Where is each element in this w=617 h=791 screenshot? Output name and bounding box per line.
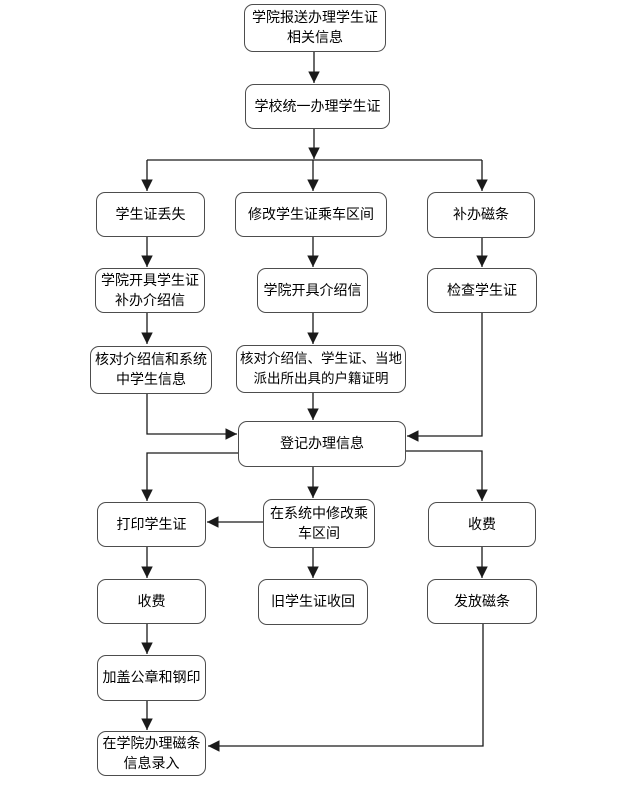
node-fee-left: 收费 — [97, 579, 206, 624]
node-school-process-label: 学校统一办理学生证 — [254, 98, 381, 115]
node-verify-letter-id-label: 核对介绍信、学生证、当地 派出所出具的户籍证明 — [240, 351, 402, 387]
node-verify-system: 核对介绍信和系统 中学生信息 — [90, 346, 212, 394]
node-check-id-label: 检查学生证 — [447, 282, 517, 299]
node-fee-left-label: 收费 — [137, 593, 166, 610]
node-lost-label: 学生证丢失 — [115, 206, 186, 223]
node-college-strip-entry: 在学院办理磁条 信息录入 — [97, 731, 206, 776]
node-seal-label: 加盖公章和钢印 — [102, 670, 201, 686]
node-old-id-return-label: 旧学生证收回 — [271, 594, 355, 610]
edge-verify-system-register — [146, 394, 237, 440]
node-college-letter-reissue: 学院开具学生证 补办介绍信 — [95, 268, 205, 313]
node-college-letter-reissue-label: 学院开具学生证 补办介绍信 — [101, 272, 199, 309]
node-verify-system-label: 核对介绍信和系统 中学生信息 — [95, 352, 207, 388]
edge-register-fee-right — [406, 450, 488, 501]
node-replace-strip: 补办磁条 — [427, 192, 535, 238]
node-report-info-label: 学院报送办理学生证 相关信息 — [252, 10, 378, 46]
node-issue-strip-label: 发放磁条 — [454, 593, 510, 610]
node-college-letter-label: 学院开具介绍信 — [263, 282, 362, 299]
node-register-label: 登记办理信息 — [280, 436, 364, 452]
node-fee-right: 收费 — [428, 502, 536, 547]
node-print-id-label: 打印学生证 — [116, 516, 187, 533]
node-fee-right-label: 收费 — [468, 516, 496, 533]
node-report-info: 学院报送办理学生证 相关信息 — [244, 4, 386, 52]
node-register: 登记办理信息 — [238, 421, 406, 467]
node-seal: 加盖公章和钢印 — [97, 655, 206, 701]
node-modify-zone: 修改学生证乘车区间 — [235, 192, 387, 237]
node-modify-in-system-label: 在系统中修改乘 车区间 — [270, 505, 368, 542]
node-print-id: 打印学生证 — [97, 502, 206, 547]
node-verify-letter-id: 核对介绍信、学生证、当地 派出所出具的户籍证明 — [236, 345, 406, 393]
node-college-strip-entry-label: 在学院办理磁条 信息录入 — [102, 735, 201, 772]
node-old-id-return: 旧学生证收回 — [258, 579, 368, 625]
node-replace-strip-label: 补办磁条 — [453, 207, 509, 223]
node-check-id: 检查学生证 — [427, 268, 537, 313]
node-modify-zone-label: 修改学生证乘车区间 — [248, 206, 374, 223]
node-modify-in-system: 在系统中修改乘 车区间 — [263, 499, 375, 548]
node-college-letter: 学院开具介绍信 — [257, 268, 368, 313]
node-issue-strip: 发放磁条 — [427, 579, 537, 624]
edge-check-id-register — [407, 313, 483, 442]
edge-register-print-id — [141, 452, 238, 501]
node-lost: 学生证丢失 — [96, 192, 205, 237]
edge-issue-strip-college-strip-entry — [208, 624, 484, 752]
node-school-process: 学校统一办理学生证 — [245, 84, 390, 129]
